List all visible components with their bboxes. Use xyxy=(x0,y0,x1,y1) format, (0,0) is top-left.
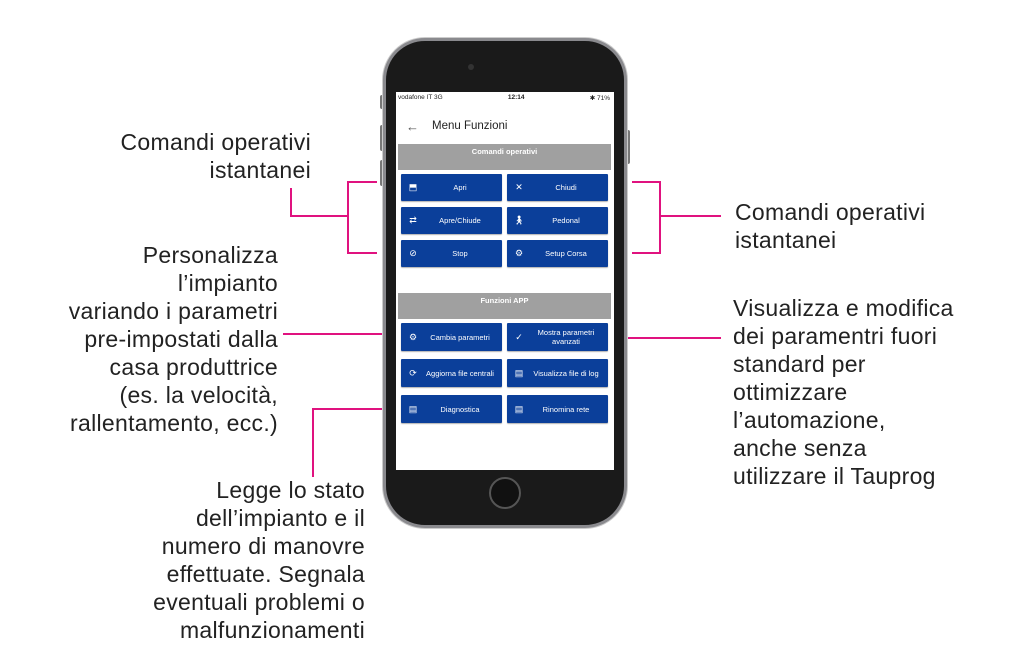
bracket-right xyxy=(632,252,661,254)
section-header: Funzioni APP xyxy=(398,293,611,319)
bracket-right xyxy=(632,181,661,183)
side-button xyxy=(380,95,384,109)
button-label: Cambia parametri xyxy=(430,332,490,342)
sync-icon: ⟳ xyxy=(409,367,417,378)
annotation-line: malfunzionamenti xyxy=(179,617,365,643)
document-icon: ▤ xyxy=(514,367,524,378)
side-button xyxy=(380,160,384,186)
annotation-line: l’impianto xyxy=(177,270,278,296)
annotation-line: numero di manovre xyxy=(161,533,365,559)
annotation-right-top: Comandi operativi istantanei xyxy=(735,198,925,254)
bracket-left xyxy=(347,181,377,183)
annotation-line: effettuate. Segnala xyxy=(166,561,365,587)
status-bar: vodafone IT 3G 12:14 ✱ 71% xyxy=(398,94,610,103)
back-arrow-icon[interactable]: ← xyxy=(406,118,419,134)
annotation-line: anche senza xyxy=(733,435,867,461)
annotation-line: casa produttrice xyxy=(109,354,278,380)
app-header: ← Menu Funzioni xyxy=(396,114,614,138)
stop-icon: ⊘ xyxy=(409,248,417,258)
camera-icon xyxy=(468,64,474,70)
page-title: Menu Funzioni xyxy=(432,120,508,132)
carrier: vodafone IT 3G xyxy=(398,94,443,101)
annotation-left-top: Comandi operativi istantanei xyxy=(121,128,311,184)
button-cambia-parametri[interactable]: ⚙ Cambia parametri xyxy=(401,323,502,351)
button-label: Chiudi xyxy=(555,183,577,192)
document-icon: ▤ xyxy=(408,403,418,414)
swap-icon: ⇄ xyxy=(409,215,417,225)
bracket-left xyxy=(347,252,377,254)
check-icon: ✓ xyxy=(515,331,523,342)
button-label: Apri xyxy=(453,183,467,192)
annotation-line: istantanei xyxy=(209,157,311,183)
annotation-line: dei paramentri fuori xyxy=(733,323,938,349)
clock: 12:14 xyxy=(507,94,525,101)
annotation-line: variando i parametri xyxy=(68,298,278,324)
button-label: Setup Corsa xyxy=(545,249,587,258)
annotation-line: dell’impianto e il xyxy=(195,505,365,531)
button-aggiorna-file-centrali[interactable]: ⟳ Aggiorna file centrali xyxy=(401,359,502,387)
connector-line xyxy=(290,215,348,217)
button-pedonal[interactable]: 🚶︎ Pedonal xyxy=(507,207,608,234)
button-label: Mostra parametri avanzati xyxy=(537,328,595,346)
button-label: Aggiorna file centrali xyxy=(426,368,494,378)
close-icon: ✕ xyxy=(515,182,523,192)
button-diagnostica[interactable]: ▤ Diagnostica xyxy=(401,395,502,423)
gear-icon: ⚙ xyxy=(514,248,524,258)
button-label: Apre/Chiude xyxy=(439,216,481,225)
button-rinomina-rete[interactable]: ▤ Rinomina rete xyxy=(507,395,608,423)
annotation-line: Personalizza xyxy=(142,242,278,268)
connector-line xyxy=(312,408,314,477)
button-setup-corsa[interactable]: ⚙ Setup Corsa xyxy=(507,240,608,267)
button-label: Pedonal xyxy=(552,216,580,225)
annotation-line: Legge lo stato xyxy=(216,477,365,503)
annotation-line: Comandi operativi xyxy=(735,199,926,225)
button-label: Visualizza file di log xyxy=(533,368,599,378)
gear-icon: ⚙ xyxy=(408,331,418,342)
battery: ✱ 71% xyxy=(589,95,610,102)
annotation-line: utilizzare il Tauprog xyxy=(733,463,936,489)
connector-line xyxy=(659,215,721,217)
side-button xyxy=(626,130,630,164)
button-label: Stop xyxy=(452,249,468,258)
button-apre-chiude[interactable]: ⇄ Apre/Chiude xyxy=(401,207,502,234)
annotation-line: l’automazione, xyxy=(733,407,886,433)
open-icon: ⬒ xyxy=(408,182,418,192)
annotation-line: (es. la velocità, xyxy=(119,382,278,408)
phone-screen: vodafone IT 3G 12:14 ✱ 71% ← Menu Funzio… xyxy=(396,92,614,470)
annotation-line: standard per xyxy=(733,351,866,377)
button-stop[interactable]: ⊘ Stop xyxy=(401,240,502,267)
document-icon: ▤ xyxy=(514,403,524,414)
section-header: Comandi operativi xyxy=(398,144,611,170)
home-button[interactable] xyxy=(489,477,521,509)
annotation-line: eventuali problemi o xyxy=(153,589,365,615)
annotation-line: Visualizza e modifica xyxy=(733,295,954,321)
bracket-left xyxy=(347,181,349,254)
annotation-line: Comandi operativi xyxy=(120,129,311,155)
annotation-line: rallentamento, ecc.) xyxy=(70,410,278,436)
connector-line xyxy=(312,408,403,410)
button-label: Diagnostica xyxy=(440,404,480,414)
annotation-line: pre-impostati dalla xyxy=(84,326,278,352)
bracket-right xyxy=(659,181,661,254)
annotation-line: istantanei xyxy=(735,227,837,253)
connector-line xyxy=(290,188,292,217)
connector-line xyxy=(604,337,721,339)
annotation-line: ottimizzare xyxy=(733,379,848,405)
button-visualizza-file-di-log[interactable]: ▤ Visualizza file di log xyxy=(507,359,608,387)
button-label: Rinomina rete xyxy=(542,404,590,414)
button-mostra-parametri-avanzati[interactable]: ✓ Mostra parametri avanzati xyxy=(507,323,608,351)
button-apri[interactable]: ⬒ Apri xyxy=(401,174,502,201)
side-button xyxy=(380,125,384,151)
pedestrian-icon: 🚶︎ xyxy=(513,215,525,225)
connector-line xyxy=(283,333,403,335)
button-chiudi[interactable]: ✕ Chiudi xyxy=(507,174,608,201)
